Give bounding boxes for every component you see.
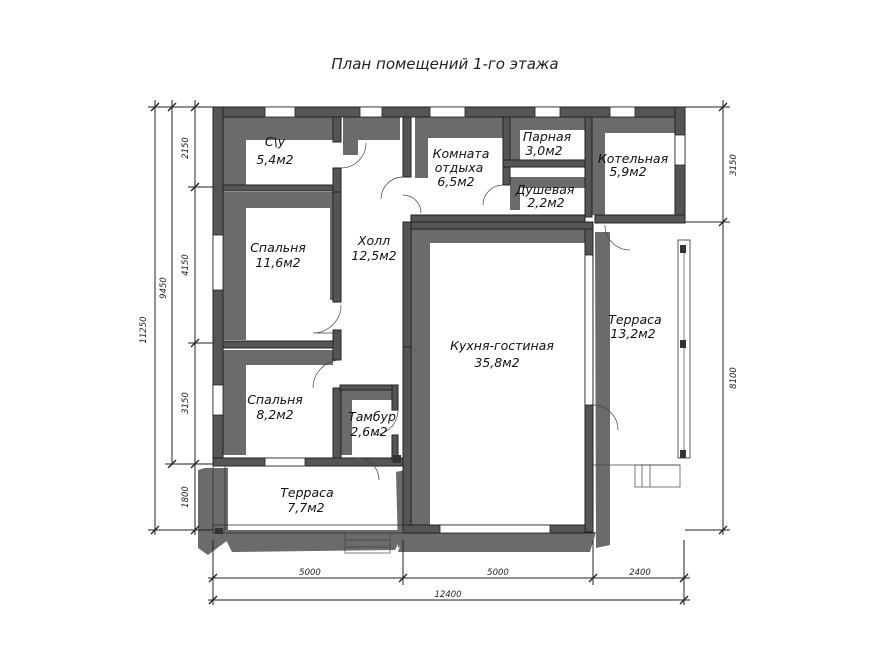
room-rest-name-2: отдыха [435, 160, 484, 175]
dimension-labels: 11250 9450 2150 4150 3150 1800 3150 8100… [139, 137, 739, 600]
room-vestibule-name: Тамбур [348, 409, 396, 424]
room-shower-area: 2,2м2 [527, 195, 564, 210]
dim-left-seg-4: 1800 [181, 486, 191, 508]
dim-left-mid: 9450 [159, 277, 169, 299]
room-bedroom1-name: Спальня [250, 240, 306, 255]
room-bedroom1-area: 11,6м2 [255, 255, 300, 270]
terrace-structures [212, 222, 691, 554]
room-boiler-area: 5,9м2 [609, 164, 646, 179]
dim-bottom-total: 12400 [434, 590, 461, 600]
dim-bottom-2: 5000 [487, 568, 509, 578]
plan-title: План помещений 1-го этажа [331, 55, 558, 73]
room-hall-area: 12,5м2 [351, 248, 396, 263]
interior-walls [222, 116, 593, 461]
windows [212, 106, 686, 534]
room-bedroom2-area: 8,2м2 [256, 407, 293, 422]
wall-shadows [198, 232, 610, 555]
room-terrace-right-area: 13,2м2 [610, 326, 655, 341]
dim-left-seg-3: 3150 [181, 392, 191, 414]
room-terrace-bottom-name: Терраса [280, 485, 333, 500]
dimension-lines [148, 100, 730, 605]
dim-bottom-1: 5000 [299, 568, 321, 578]
dim-right-2: 8100 [729, 367, 739, 389]
dim-left-outer: 11250 [139, 316, 149, 343]
dim-right-1: 3150 [729, 154, 739, 176]
room-hall-name: Холл [357, 233, 390, 248]
room-wc-area: 5,4м2 [256, 152, 293, 167]
room-rest-area: 6,5м2 [437, 174, 474, 189]
door-swings [312, 142, 631, 481]
room-bedroom2-name: Спальня [247, 392, 303, 407]
room-terrace-right-name: Терраса [608, 312, 661, 327]
room-rest-name-1: Комната [433, 146, 490, 161]
room-shower-name: Душевая [515, 182, 575, 197]
dim-bottom-3: 2400 [629, 568, 651, 578]
room-steam-name: Парная [523, 129, 572, 144]
dim-left-seg-1: 2150 [181, 137, 191, 159]
room-kitchen-name: Кухня-гостиная [450, 338, 554, 353]
room-labels: С\у 5,4м2 Спальня 11,6м2 Спальня 8,2м2 Х… [247, 129, 668, 515]
room-steam-area: 3,0м2 [525, 143, 562, 158]
room-shading [223, 117, 675, 525]
room-kitchen-area: 35,8м2 [474, 355, 519, 370]
room-vestibule-area: 2,6м2 [350, 424, 387, 439]
room-wc-name: С\у [265, 134, 286, 149]
room-terrace-bottom-area: 7,7м2 [287, 500, 324, 515]
dim-left-seg-2: 4150 [181, 254, 191, 276]
room-boiler-name: Котельная [598, 151, 669, 166]
